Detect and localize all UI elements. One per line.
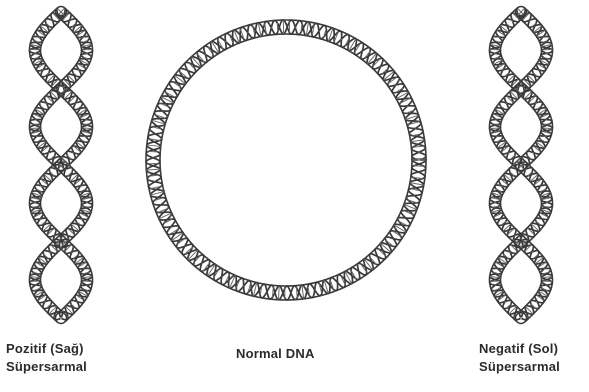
normal-caption-label: Normal DNA — [236, 345, 315, 363]
positive-supercoil-caption: Pozitif (Sağ) Süpersarmal — [6, 340, 87, 376]
circular-dna-base-pair — [277, 23, 278, 32]
positive-supercoil-strand-right-base-pair — [82, 128, 93, 129]
circular-dna-base-pair — [187, 70, 188, 71]
negative-supercoil-strand-left-base-pair — [544, 124, 550, 125]
negative-supercoil-bottom-loop — [516, 313, 527, 324]
positive-supercoil-strand-left-base-pair — [31, 281, 40, 282]
positive-supercoil-strand-right-base-pair — [84, 124, 90, 125]
negative-supercoil-strand-right-base-pair — [495, 120, 497, 121]
circular-dna-base-pair — [341, 39, 342, 40]
circular-dna-base-pair — [225, 41, 226, 42]
positive-supercoil-bottom-loop — [56, 313, 67, 324]
negative-supercoil-strand-left-base-pair — [542, 128, 553, 129]
circular-dna-outer-edge — [160, 34, 412, 286]
circular-dna-base-pair — [407, 106, 409, 107]
positive-supercoil-strand-left-base-pair — [35, 120, 37, 121]
negative-supercoil-strand-right-base-pair — [497, 268, 499, 269]
positive-supercoil-figure — [30, 7, 93, 324]
negative-caption-line1: Negatif (Sol) — [479, 340, 560, 358]
positive-supercoil-strand-left-base-pair — [30, 128, 41, 129]
positive-supercoil-strand-right-base-pair — [84, 268, 86, 269]
negative-supercoil-strand-right-base-pair — [491, 281, 500, 282]
positive-supercoil-strand-right-base-pair — [83, 281, 92, 282]
circular-dna-strand-a — [146, 20, 426, 300]
positive-caption-line2: Süpersarmal — [6, 358, 87, 376]
negative-supercoil-caption: Negatif (Sol) Süpersarmal — [479, 340, 560, 376]
relaxed-circular-dna-figure — [146, 20, 426, 300]
positive-caption-line1: Pozitif (Sağ) — [6, 340, 87, 358]
normal-dna-caption: Normal DNA — [236, 345, 315, 363]
positive-supercoil-strand-left-base-pair — [37, 268, 39, 269]
negative-supercoil-strand-right-base-pair — [492, 124, 498, 125]
circular-dna-base-pair — [205, 54, 206, 55]
circular-dna-base-pair — [278, 286, 279, 300]
positive-supercoil-strand-left-base-pair — [32, 124, 38, 125]
circular-dna-base-pair — [146, 169, 160, 170]
negative-supercoil-strand-left-base-pair — [545, 120, 547, 121]
negative-supercoil-strand-left-base-pair — [543, 281, 552, 282]
negative-caption-line2: Süpersarmal — [479, 358, 560, 376]
positive-supercoil-strand-right-base-pair — [85, 120, 87, 121]
negative-supercoil-strand-left-base-pair — [544, 268, 546, 269]
negative-supercoil-figure — [490, 7, 553, 324]
circular-dna-base-pair — [149, 151, 158, 152]
circular-dna-base-pair — [173, 89, 174, 90]
negative-supercoil-strand-right-base-pair — [490, 128, 501, 129]
